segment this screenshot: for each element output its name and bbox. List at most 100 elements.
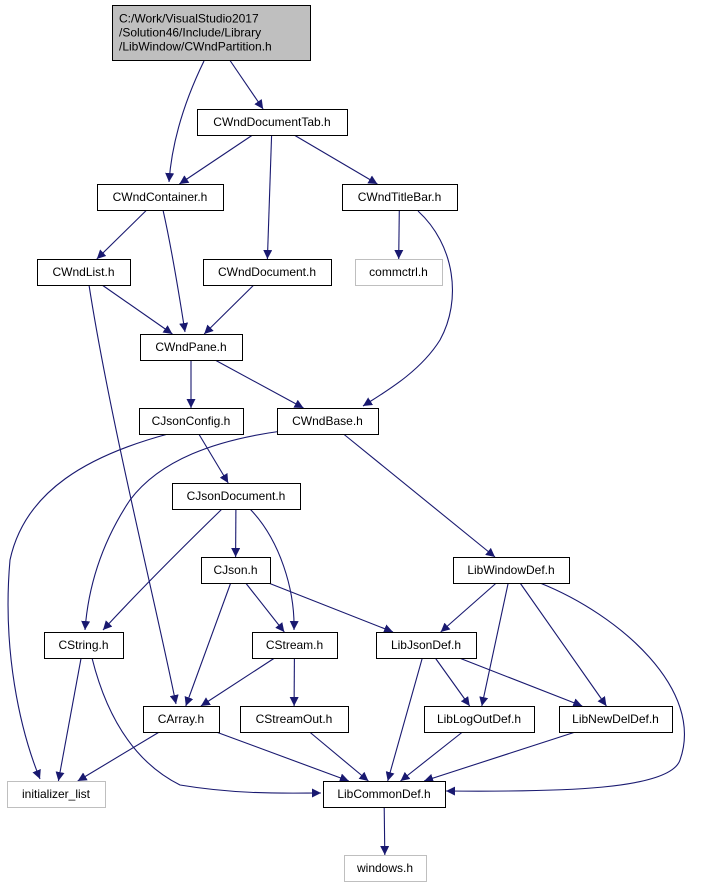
node-logoutdef[interactable]: LibLogOutDef.h [424,706,535,733]
node-jsondoc[interactable]: CJsonDocument.h [172,483,301,510]
header-file-nodes: C:/Work/VisualStudio2017/Solution46/Incl… [7,5,673,882]
edge-root-to-container [165,60,205,183]
node-box-document[interactable] [203,259,332,286]
edge-jsondef-to-logoutdef [434,657,471,707]
node-pane[interactable]: CWndPane.h [140,334,243,361]
node-array[interactable]: CArray.h [143,706,220,733]
node-document[interactable]: CWndDocument.h [203,259,332,286]
node-box-array[interactable] [143,706,220,733]
edge-pane-to-base [214,359,304,409]
edge-jsondef-to-commondef [385,657,423,782]
node-box-windowdef[interactable] [453,557,570,584]
node-box-jsonconfig[interactable] [139,408,244,435]
node-doctab[interactable]: CWndDocumentTab.h [197,109,348,136]
node-box-pane[interactable] [140,334,243,361]
edge-jsondoc-to-stream [249,508,299,631]
edge-windowdef-to-newdeldef [519,582,607,707]
edge-streamout-to-commondef [309,731,369,782]
edge-json-to-stream [245,582,285,633]
node-commctrl: commctrl.h [355,259,443,286]
node-label-commctrl: commctrl.h [369,265,428,279]
node-box-root[interactable] [112,5,311,61]
node-label-newdeldef: LibNewDelDef.h [572,712,659,726]
edge-titlebar-to-commctrl [394,209,404,260]
edge-newdeldef-to-commondef [423,731,576,783]
node-json[interactable]: CJson.h [201,557,271,584]
edge-jsondoc-to-string [102,508,223,631]
node-label-doctab: CWndDocumentTab.h [213,115,330,129]
node-box-list[interactable] [37,259,131,286]
node-label-json: CJson.h [213,563,257,577]
edge-jsondef-to-newdeldef [459,657,583,707]
edge-doctab-to-document [263,134,273,260]
node-list[interactable]: CWndList.h [37,259,131,286]
node-string[interactable]: CString.h [44,632,124,659]
edge-jsonconfig-to-jsondoc [198,433,229,484]
edge-array-to-initlist [77,731,160,782]
node-box-titlebar[interactable] [342,184,458,211]
edge-windowdef-to-logoutdef [479,582,509,707]
edge-doctab-to-titlebar [293,134,378,185]
edge-json-to-array [184,582,232,707]
node-label-array: CArray.h [158,712,204,726]
edge-container-to-list [96,209,148,260]
node-label-root-line-1: /Solution46/Include/Library [119,26,261,40]
edge-windowdef-to-commondef [445,582,685,796]
node-commondef[interactable]: LibCommonDef.h [323,781,446,808]
node-jsonconfig[interactable]: CJsonConfig.h [139,408,244,435]
node-root[interactable]: C:/Work/VisualStudio2017/Solution46/Incl… [112,5,311,61]
node-base[interactable]: CWndBase.h [277,408,379,435]
node-windows: windows.h [344,855,427,882]
node-label-list: CWndList.h [52,265,114,279]
node-label-jsondef: LibJsonDef.h [391,638,461,652]
edge-logoutdef-to-commondef [400,731,463,782]
edge-titlebar-to-base [362,210,454,407]
node-titlebar[interactable]: CWndTitleBar.h [342,184,458,211]
edge-windowdef-to-jsondef [440,582,497,633]
node-box-doctab[interactable] [197,109,348,136]
node-box-logoutdef[interactable] [424,706,535,733]
node-label-logoutdef: LibLogOutDef.h [437,712,521,726]
node-container[interactable]: CWndContainer.h [97,184,224,211]
node-jsondef[interactable]: LibJsonDef.h [376,632,477,659]
node-box-base[interactable] [277,408,379,435]
edge-base-to-string [81,430,283,631]
node-box-json[interactable] [201,557,271,584]
node-box-jsondef[interactable] [376,632,477,659]
node-box-stream[interactable] [252,632,338,659]
node-label-root-line-0: C:/Work/VisualStudio2017 [119,12,259,26]
edge-json-to-jsondef [268,582,394,633]
node-initlist: initializer_list [7,781,106,808]
node-label-stream: CStream.h [266,638,323,652]
node-box-jsondoc[interactable] [172,483,301,510]
node-box-windows [344,855,427,882]
edge-array-to-commondef [216,731,349,783]
node-box-initlist [7,781,106,808]
node-label-commondef: LibCommonDef.h [337,787,430,801]
node-box-container[interactable] [97,184,224,211]
node-windowdef[interactable]: LibWindowDef.h [453,557,570,584]
node-label-root-line-2: /LibWindow/CWndPartition.h [119,40,272,54]
edge-root-to-doctab [229,59,264,110]
node-label-windows: windows.h [356,861,413,875]
edge-list-to-pane [101,284,173,335]
node-box-streamout[interactable] [240,706,349,733]
edge-string-to-initlist [55,657,82,782]
edge-list-to-array [88,284,179,705]
edge-commondef-to-windows [380,806,390,856]
node-label-container: CWndContainer.h [113,190,208,204]
node-box-string[interactable] [44,632,124,659]
node-streamout[interactable]: CStreamOut.h [240,706,349,733]
node-label-document: CWndDocument.h [218,265,316,279]
node-label-titlebar: CWndTitleBar.h [358,190,442,204]
node-label-windowdef: LibWindowDef.h [467,563,554,577]
node-box-commctrl [355,259,443,286]
node-box-newdeldef[interactable] [559,706,673,733]
node-newdeldef[interactable]: LibNewDelDef.h [559,706,673,733]
node-box-commondef[interactable] [323,781,446,808]
edge-jsonconfig-to-initlist [7,433,169,780]
node-label-streamout: CStreamOut.h [256,712,333,726]
node-label-pane: CWndPane.h [155,340,226,354]
node-stream[interactable]: CStream.h [252,632,338,659]
